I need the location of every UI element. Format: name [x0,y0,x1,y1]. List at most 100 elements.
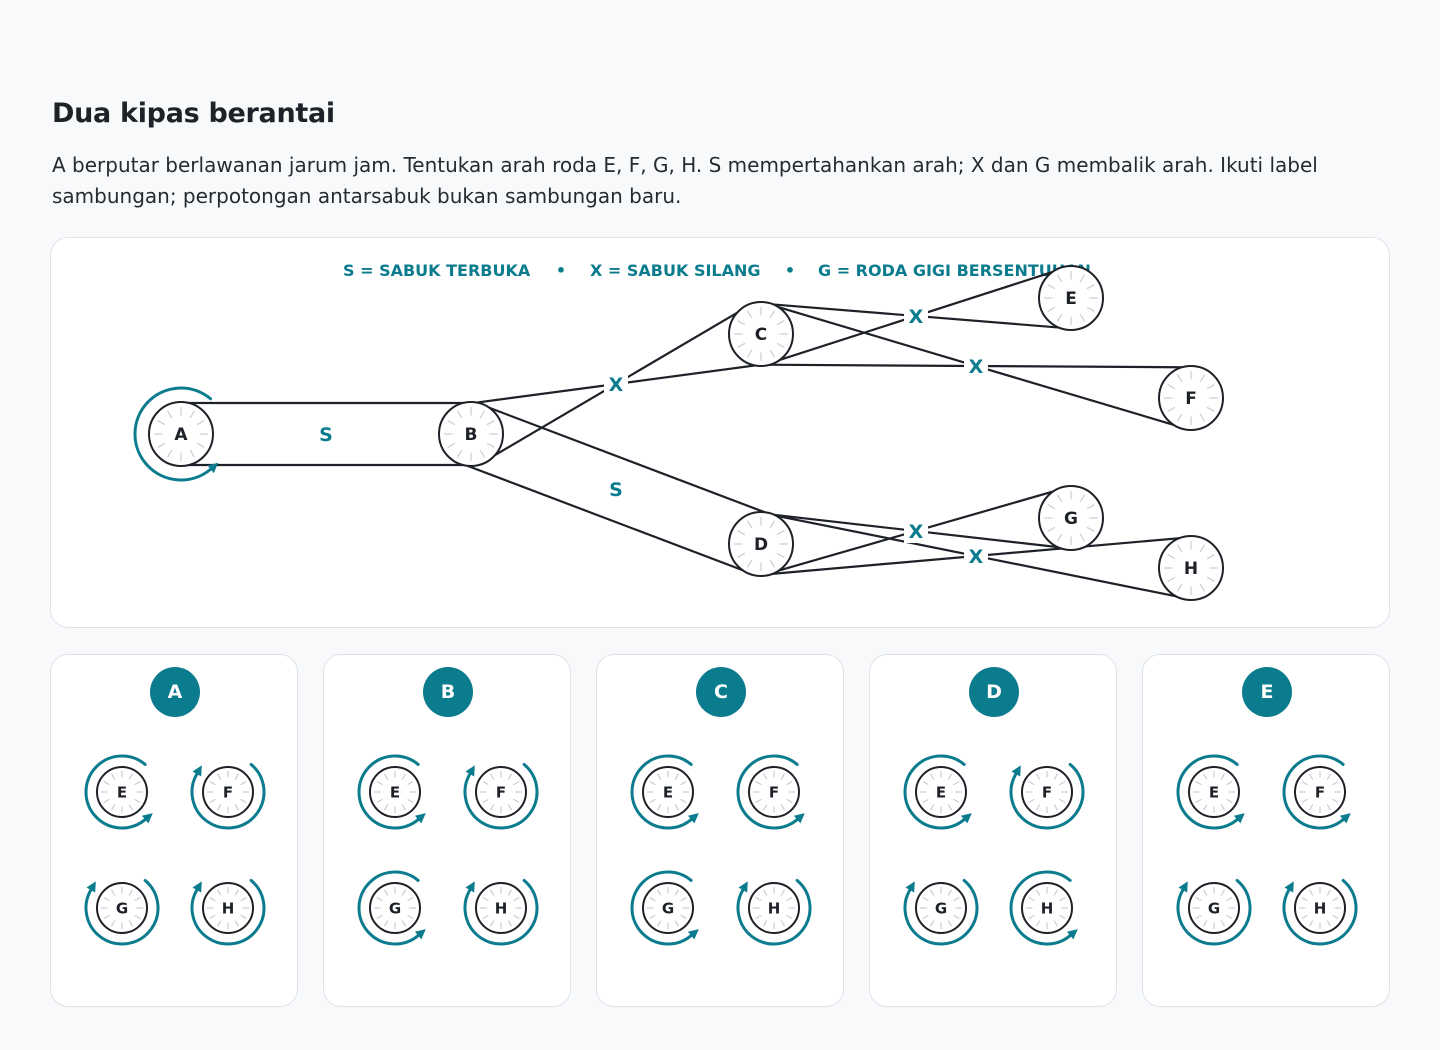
wheel-tick [157,442,166,448]
wheel-tick [1053,920,1059,927]
arrow-head-icon [793,813,805,824]
wheel-tick [1059,780,1066,786]
wheel-label: A [174,425,188,445]
wheel-tick [649,914,656,920]
wheel-tick [1028,798,1035,804]
wheel-tick [110,920,116,927]
wheel-tick [922,798,929,804]
wheel-label: F [496,783,506,801]
arrow-head-icon [86,881,96,893]
wheel-rim [915,766,967,818]
wheel-tick [1326,773,1332,780]
wheel-tick [407,914,414,920]
wheel-tick [189,449,195,458]
wheel-tick [209,914,216,920]
legend-separator: • [556,261,566,280]
wheel-rim [369,882,421,934]
belt-label-bg [904,519,928,543]
wheel-tick [755,780,762,786]
wheel-g: G [1038,485,1104,551]
wheel-tick [674,804,680,811]
wheel-label: H [222,899,235,917]
option-wheel-g: G [1188,882,1240,934]
wheel-tick [486,442,495,448]
belt-type-label: X [909,521,924,543]
option-wheel-f: F [1294,766,1346,818]
wheel-rim [728,511,794,577]
wheel-rim [1188,882,1240,934]
wheel-tick [103,914,110,920]
wheel-tick [513,798,520,804]
wheel-tick [1326,804,1332,811]
wheel-tick [762,804,768,811]
wheel-tick [1206,384,1215,390]
wheel-tick [737,320,746,326]
wheel-tick [110,804,116,811]
wheel-tick [929,889,935,896]
wheel-label: F [223,783,233,801]
wheel-tick [1035,804,1041,811]
wheel-tick [134,798,141,804]
wheel-tick [1195,780,1202,786]
wheel-tick [1202,804,1208,811]
belt-type-label: X [969,356,984,378]
belt-label-bg [964,544,988,568]
wheel-tick [1177,374,1183,383]
arrow-head-icon [687,813,699,824]
wheel-tick [1199,583,1205,592]
wheel-h: H [1158,535,1224,601]
wheel-label: G [662,899,674,917]
wheel-tick [674,889,680,896]
wheel-tick [209,780,216,786]
wheel-tick [1059,896,1066,902]
arrow-head-icon [192,881,202,893]
wheel-tick [167,449,173,458]
wheel-tick [776,552,785,558]
wheel-tick [1057,533,1063,542]
wheel-tick [762,773,768,780]
wheel-tick [780,773,786,780]
wheel-tick [482,780,489,786]
wheel-tick [479,410,485,419]
wheel-tick [755,798,762,804]
wheel-tick [1167,406,1176,412]
option-wheel-e: E [642,766,694,818]
wheel-tick [737,342,746,348]
wheel-tick [489,889,495,896]
wheel-tick [737,552,746,558]
belt-b-d [459,403,773,575]
wheel-tick [1057,274,1063,283]
arrow-head-icon [1178,881,1188,893]
option-wheel-e: E [915,766,967,818]
wheel-tick [1086,504,1095,510]
wheel-tick [383,773,389,780]
wheel-tick [196,420,205,426]
belt-type-label: X [969,546,984,568]
option-badge: E [1242,667,1292,717]
arrow-head-icon [465,765,475,777]
clockwise-arrow-icon [1282,878,1358,946]
wheel-tick [128,773,134,780]
wheel-tick [216,889,222,896]
wheel-label: F [1185,389,1197,409]
belt-label-bg [604,477,628,501]
wheel-tick [1028,780,1035,786]
wheel-tick [1301,780,1308,786]
wheel-label: H [768,899,781,917]
arrow-head-icon [192,765,202,777]
wheel-tick [507,920,513,927]
wheel-tick [1035,920,1041,927]
wheel-tick [189,410,195,419]
wheel-tick [656,920,662,927]
option-badge: D [969,667,1019,717]
counterclockwise-arrow-icon [630,870,693,946]
wheel-tick [513,780,520,786]
wheel-tick [649,798,656,804]
